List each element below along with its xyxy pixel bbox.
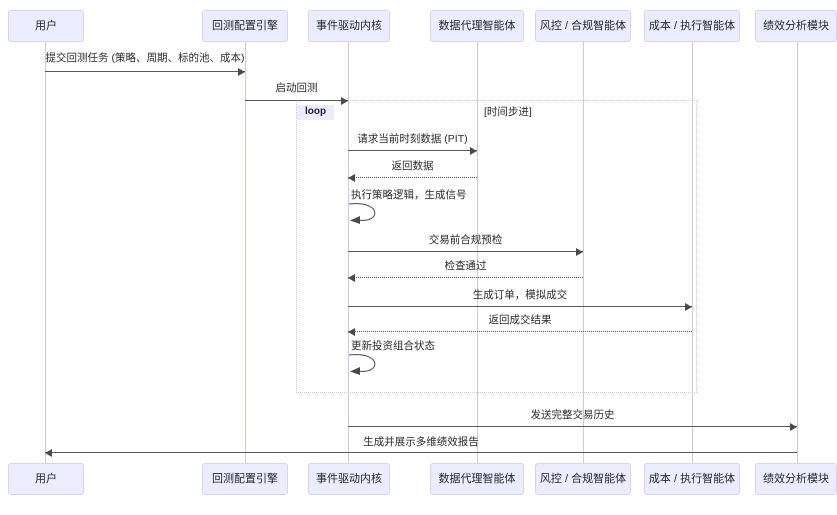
message-label-m11: 发送完整交易历史 bbox=[530, 409, 615, 421]
participant-cost-agent-bottom[interactable]: 成本 / 执行智能体 bbox=[644, 463, 740, 495]
self-message-arrow-m10 bbox=[348, 351, 390, 379]
participant-label: 成本 / 执行智能体 bbox=[648, 19, 736, 32]
participant-config-engine-bottom[interactable]: 回测配置引擎 bbox=[202, 463, 288, 495]
participant-risk-agent-top[interactable]: 风控 / 合规智能体 bbox=[535, 10, 631, 42]
participant-label: 事件驱动内核 bbox=[316, 19, 382, 32]
message-arrowhead-m6 bbox=[576, 247, 583, 256]
message-line-m3 bbox=[348, 150, 477, 151]
message-arrowhead-m1 bbox=[238, 67, 245, 76]
message-line-m11 bbox=[348, 426, 797, 427]
participant-label: 风控 / 合规智能体 bbox=[539, 472, 627, 485]
participant-risk-agent-bottom[interactable]: 风控 / 合规智能体 bbox=[535, 463, 631, 495]
message-line-m4 bbox=[348, 177, 477, 178]
participant-user-bottom[interactable]: 用户 bbox=[8, 463, 84, 495]
participant-label: 用户 bbox=[35, 472, 57, 485]
participant-label: 回测配置引擎 bbox=[212, 19, 278, 32]
participant-label: 数据代理智能体 bbox=[438, 19, 516, 32]
message-label-m6: 交易前合规预检 bbox=[428, 234, 503, 246]
message-label-m12: 生成并展示多维绩效报告 bbox=[363, 436, 479, 448]
message-label-m3: 请求当前时刻数据 (PIT) bbox=[357, 133, 468, 145]
message-line-m1 bbox=[45, 71, 245, 72]
message-arrowhead-m9 bbox=[348, 327, 355, 336]
lifeline-perf-module bbox=[797, 42, 798, 463]
participant-label: 数据代理智能体 bbox=[438, 472, 516, 485]
participant-event-kernel-top[interactable]: 事件驱动内核 bbox=[308, 10, 390, 42]
message-label-m1: 提交回测任务 (策略、周期、标的池、成本) bbox=[45, 52, 245, 64]
participant-data-agent-bottom[interactable]: 数据代理智能体 bbox=[430, 463, 524, 495]
participant-label: 成本 / 执行智能体 bbox=[648, 472, 736, 485]
participant-label: 回测配置引擎 bbox=[212, 472, 278, 485]
participant-label: 用户 bbox=[35, 19, 57, 32]
participant-perf-module-bottom[interactable]: 绩效分析模块 bbox=[755, 463, 837, 495]
participant-perf-module-top[interactable]: 绩效分析模块 bbox=[755, 10, 837, 42]
loop-fragment-tab: loop bbox=[297, 105, 335, 120]
message-arrowhead-m2 bbox=[341, 96, 348, 105]
participant-config-engine-top[interactable]: 回测配置引擎 bbox=[202, 10, 288, 42]
message-label-m9: 返回成交结果 bbox=[488, 314, 552, 326]
message-label-m2: 启动回测 bbox=[275, 82, 318, 94]
message-arrowhead-m8 bbox=[685, 302, 692, 311]
participant-user-top[interactable]: 用户 bbox=[8, 10, 84, 42]
lifeline-cost-agent bbox=[692, 42, 693, 463]
message-line-m7 bbox=[348, 277, 583, 278]
participant-label: 绩效分析模块 bbox=[763, 19, 829, 32]
message-line-m6 bbox=[348, 251, 583, 252]
lifeline-risk-agent bbox=[583, 42, 584, 463]
message-arrowhead-m4 bbox=[348, 173, 355, 182]
message-arrowhead-m3 bbox=[470, 146, 477, 155]
self-message-arrow-m5 bbox=[348, 200, 390, 228]
participant-event-kernel-bottom[interactable]: 事件驱动内核 bbox=[308, 463, 390, 495]
message-line-m9 bbox=[348, 331, 692, 332]
participant-cost-agent-top[interactable]: 成本 / 执行智能体 bbox=[644, 10, 740, 42]
message-arrowhead-m12 bbox=[45, 448, 52, 457]
message-arrowhead-m11 bbox=[790, 422, 797, 431]
lifeline-data-agent bbox=[477, 42, 478, 463]
message-label-m4: 返回数据 bbox=[391, 160, 434, 172]
lifeline-event-kernel bbox=[348, 42, 349, 463]
participant-data-agent-top[interactable]: 数据代理智能体 bbox=[430, 10, 524, 42]
loop-fragment-box bbox=[296, 100, 697, 393]
loop-fragment-condition: [时间步进] bbox=[484, 106, 532, 118]
participant-label: 风控 / 合规智能体 bbox=[539, 19, 627, 32]
message-label-m7: 检查通过 bbox=[444, 260, 487, 272]
message-line-m12 bbox=[45, 452, 797, 453]
message-label-m8: 生成订单，模拟成交 bbox=[472, 289, 568, 301]
message-line-m8 bbox=[348, 306, 692, 307]
participant-label: 事件驱动内核 bbox=[316, 472, 382, 485]
lifeline-user bbox=[45, 42, 46, 463]
participant-label: 绩效分析模块 bbox=[763, 472, 829, 485]
lifeline-config-engine bbox=[245, 42, 246, 463]
message-arrowhead-m7 bbox=[348, 273, 355, 282]
message-label-m10: 更新投资组合状态 bbox=[351, 340, 435, 352]
message-line-m2 bbox=[245, 100, 348, 101]
message-label-m5: 执行策略逻辑，生成信号 bbox=[351, 189, 467, 201]
